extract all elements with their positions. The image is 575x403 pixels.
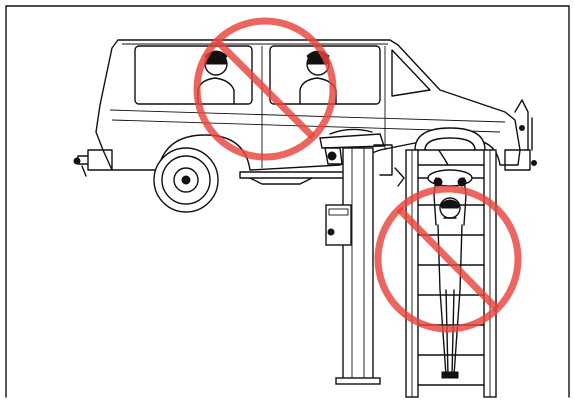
figure-border <box>5 5 570 398</box>
platform-top-cap <box>414 127 486 151</box>
front-wheel <box>153 147 219 213</box>
lift-column-base <box>335 377 381 385</box>
person-under-lift <box>433 177 467 379</box>
lift-post <box>319 128 405 385</box>
prohibition-icon-under-lift <box>374 185 522 333</box>
lift-column <box>342 147 374 381</box>
lift-control-box <box>325 204 352 246</box>
suv-vehicle <box>73 39 537 213</box>
vehicle-frame <box>239 171 346 179</box>
lift-arm-carriage <box>319 133 385 149</box>
rear-bumper <box>504 149 531 171</box>
prohibition-icon-occupants <box>193 17 337 161</box>
front-bumper <box>87 149 113 171</box>
lift-platform <box>405 127 497 398</box>
window-rear-quarter <box>391 49 431 97</box>
window-rear-passenger <box>269 45 381 105</box>
vehicle-body-outline <box>95 39 521 171</box>
